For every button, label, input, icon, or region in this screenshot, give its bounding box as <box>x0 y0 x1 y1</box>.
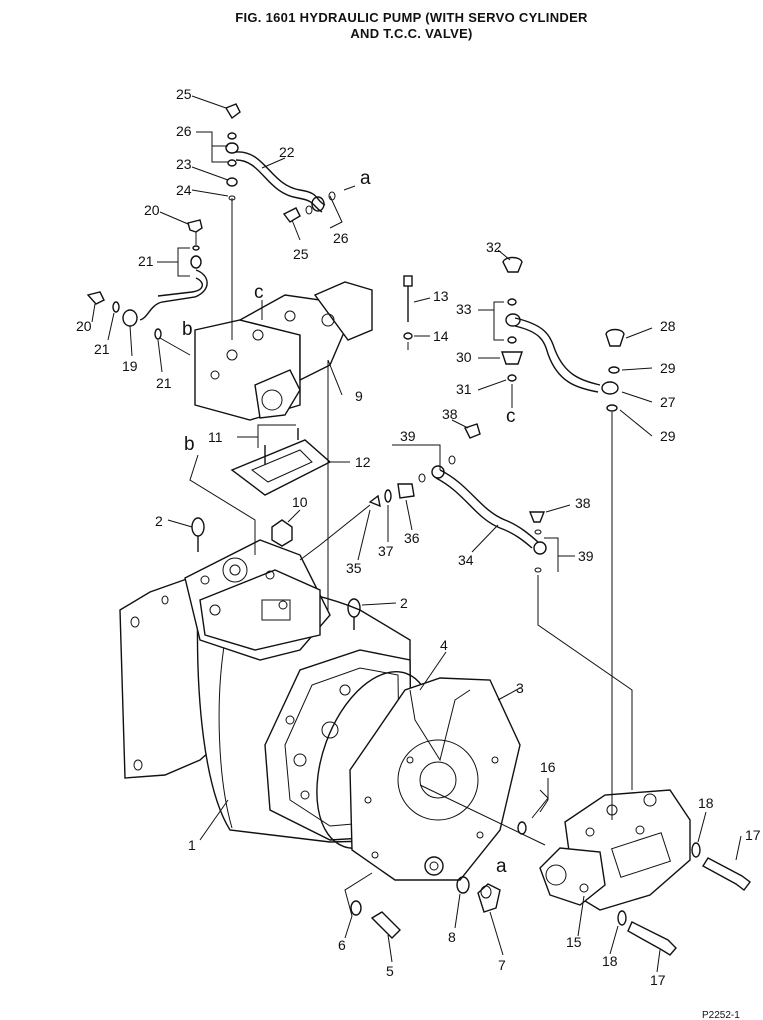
hose-22 <box>224 103 336 223</box>
connection-letter-c: c <box>506 406 516 427</box>
hose-21 <box>86 219 208 340</box>
figure-title: FIG. 1601 HYDRAULIC PUMP (WITH SERVO CYL… <box>0 10 763 42</box>
connection-letter-b: b <box>182 319 193 340</box>
callout-26: 26 <box>333 230 349 246</box>
callout-15: 15 <box>566 934 582 950</box>
callout-27: 27 <box>660 394 676 410</box>
washer-and-bolt-5-6 <box>350 900 401 939</box>
callout-29: 29 <box>660 360 676 376</box>
shim-16 <box>517 789 549 835</box>
callout-32: 32 <box>486 239 502 255</box>
callout-1: 1 <box>188 837 196 853</box>
title-line-1: FIG. 1601 HYDRAULIC PUMP (WITH SERVO CYL… <box>235 10 588 25</box>
callout-39: 39 <box>400 428 416 444</box>
callout-22: 22 <box>279 144 295 160</box>
callout-25: 25 <box>293 246 309 262</box>
callout-37: 37 <box>378 543 394 559</box>
callout-9: 9 <box>355 388 363 404</box>
callout-labels: 25 26 22 23 24 20 21 26 25 20 21 19 21 9… <box>76 86 761 1020</box>
adapter-plate <box>349 677 521 881</box>
callout-21: 21 <box>156 375 172 391</box>
connection-letter-c: c <box>254 282 264 303</box>
callout-25: 25 <box>176 86 192 102</box>
callout-8: 8 <box>448 929 456 945</box>
callout-3: 3 <box>516 680 524 696</box>
callout-18: 18 <box>698 795 714 811</box>
callout-19: 19 <box>122 358 138 374</box>
eye-bolt-right <box>347 598 361 630</box>
callout-2: 2 <box>155 513 163 529</box>
callout-7: 7 <box>498 957 506 973</box>
callout-30: 30 <box>456 349 472 365</box>
callout-20: 20 <box>144 202 160 218</box>
callout-33: 33 <box>456 301 472 317</box>
callout-20: 20 <box>76 318 92 334</box>
callout-36: 36 <box>404 530 420 546</box>
drawing-code: P2252-1 <box>702 1010 740 1020</box>
callout-14: 14 <box>433 328 449 344</box>
callout-17: 17 <box>745 827 761 843</box>
callout-2: 2 <box>400 595 408 611</box>
callout-16: 16 <box>540 759 556 775</box>
connection-letter-b: b <box>184 434 195 455</box>
callout-21: 21 <box>138 253 154 269</box>
callout-12: 12 <box>355 454 371 470</box>
callout-5: 5 <box>386 963 394 979</box>
connection-letter-a: a <box>496 856 507 877</box>
pump-housing <box>119 539 413 843</box>
servo-valve-assembly <box>539 789 691 911</box>
cap-screw-17-upper <box>691 842 751 891</box>
gasket-12 <box>230 428 332 496</box>
callout-4: 4 <box>440 637 448 653</box>
callout-26: 26 <box>176 123 192 139</box>
callout-35: 35 <box>346 560 362 576</box>
callout-21: 21 <box>94 341 110 357</box>
nut-10 <box>271 519 293 547</box>
callout-38: 38 <box>442 406 458 422</box>
callout-17: 17 <box>650 972 666 988</box>
callout-23: 23 <box>176 156 192 172</box>
callout-29: 29 <box>660 428 676 444</box>
tcc-valve-block <box>194 281 373 421</box>
callout-34: 34 <box>458 552 474 568</box>
title-line-2: AND T.C.C. VALVE) <box>350 26 473 41</box>
hose-34 <box>368 423 547 573</box>
callout-39: 39 <box>578 548 594 564</box>
callout-38: 38 <box>575 495 591 511</box>
callout-24: 24 <box>176 182 192 198</box>
cap-screw-17-lower <box>617 910 677 956</box>
callout-6: 6 <box>338 937 346 953</box>
callout-10: 10 <box>292 494 308 510</box>
callout-31: 31 <box>456 381 472 397</box>
leader-lines <box>91 95 742 973</box>
callout-18: 18 <box>602 953 618 969</box>
eye-bolt-left <box>191 517 205 552</box>
callout-13: 13 <box>433 288 449 304</box>
bolt-13 <box>403 275 413 340</box>
connection-letter-a: a <box>360 168 371 189</box>
hose-27 <box>501 256 625 412</box>
callout-11: 11 <box>208 429 223 445</box>
callout-28: 28 <box>660 318 676 334</box>
plug-7-ring-8 <box>456 876 501 913</box>
